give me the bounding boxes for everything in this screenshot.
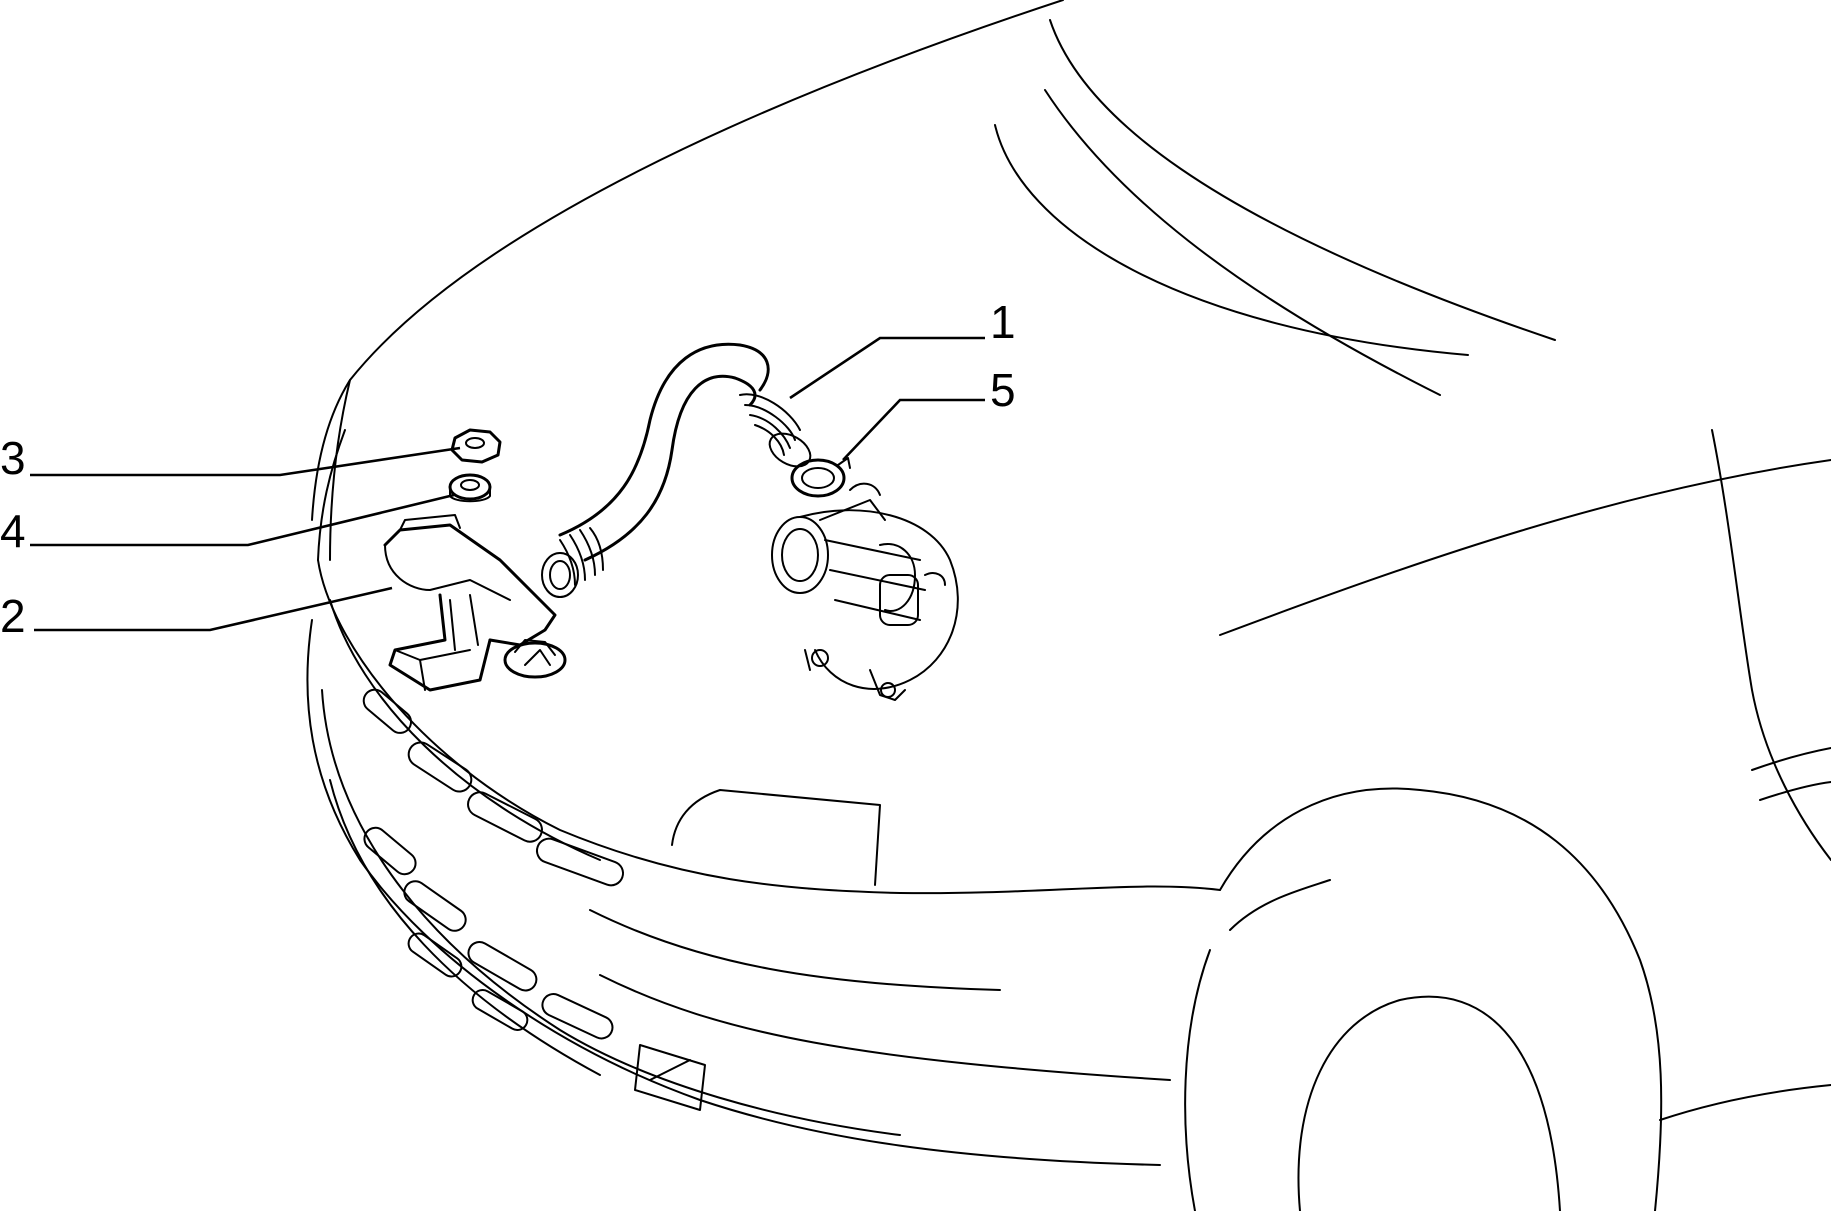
alternator-unit — [771, 482, 959, 701]
leader-lines — [30, 336, 985, 632]
callout-4: 4 — [0, 505, 26, 557]
leader-line-4 — [30, 493, 455, 547]
callout-labels: 1 5 3 4 2 — [0, 296, 1016, 642]
leader-line-2 — [34, 586, 393, 632]
leader-line-3 — [30, 446, 461, 477]
callout-2: 2 — [0, 590, 26, 642]
callout-5: 5 — [990, 364, 1016, 416]
leader-line-5 — [842, 398, 985, 461]
callout-1: 1 — [990, 296, 1016, 348]
leader-line-1 — [789, 336, 985, 400]
support-bracket-part — [383, 514, 567, 692]
car-body-outline — [306, 0, 1831, 1211]
hose-clamp-part — [790, 457, 851, 498]
callout-3: 3 — [0, 432, 26, 484]
washer-part — [448, 473, 492, 503]
nut-part — [450, 428, 502, 464]
intake-hose-part — [541, 342, 812, 598]
